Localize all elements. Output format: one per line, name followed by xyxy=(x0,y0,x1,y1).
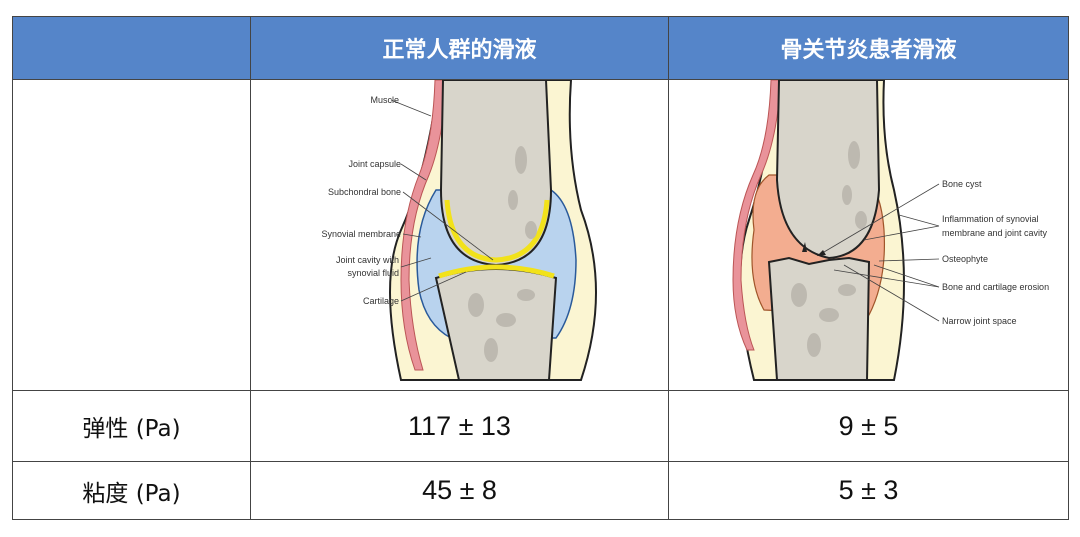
normal-joint-diagram: Muscle Joint capsule Subchondral bone Sy… xyxy=(321,80,597,381)
label-muscle: Muscle xyxy=(370,95,399,105)
label-inflammation-2: membrane and joint cavity xyxy=(942,228,1048,238)
label-narrow-space: Narrow joint space xyxy=(942,316,1017,326)
image-row: Muscle Joint capsule Subchondral bone Sy… xyxy=(12,79,1069,391)
normal-value: 117 ± 13 xyxy=(250,390,669,462)
label-cartilage: Cartilage xyxy=(363,296,399,306)
oa-joint-cell: Bone cyst Inflammation of synovial membr… xyxy=(668,79,1069,391)
image-row-label xyxy=(12,79,251,391)
label-joint-capsule: Joint capsule xyxy=(348,159,401,169)
table-row-viscosity: 粘度 (Pa) 45 ± 8 5 ± 3 xyxy=(12,461,1069,520)
synovial-fluid-comparison-table: 正常人群的滑液 骨关节炎患者滑液 xyxy=(12,16,1069,520)
label-joint-cavity: Joint cavity with xyxy=(336,255,399,265)
normal-joint-cell: Muscle Joint capsule Subchondral bone Sy… xyxy=(250,79,669,391)
header-normal: 正常人群的滑液 xyxy=(250,16,669,80)
label-bone-cyst: Bone cyst xyxy=(942,179,982,189)
row-label: 弹性 (Pa) xyxy=(12,390,251,462)
oa-value: 5 ± 3 xyxy=(668,461,1069,520)
table-row-elasticity: 弹性 (Pa) 117 ± 13 9 ± 5 xyxy=(12,390,1069,462)
header-empty xyxy=(12,16,251,80)
label-synovial-membrane: Synovial membrane xyxy=(321,229,401,239)
label-synovial-fluid: synovial fluid xyxy=(347,268,399,278)
row-label: 粘度 (Pa) xyxy=(12,461,251,520)
label-subchondral-bone: Subchondral bone xyxy=(328,187,401,197)
oa-value: 9 ± 5 xyxy=(668,390,1069,462)
header-row: 正常人群的滑液 骨关节炎患者滑液 xyxy=(12,16,1069,80)
label-osteophyte: Osteophyte xyxy=(942,254,988,264)
header-oa: 骨关节炎患者滑液 xyxy=(668,16,1069,80)
label-erosion: Bone and cartilage erosion xyxy=(942,282,1049,292)
normal-value: 45 ± 8 xyxy=(250,461,669,520)
label-inflammation-1: Inflammation of synovial xyxy=(942,214,1039,224)
oa-joint-diagram: Bone cyst Inflammation of synovial membr… xyxy=(732,80,1049,381)
